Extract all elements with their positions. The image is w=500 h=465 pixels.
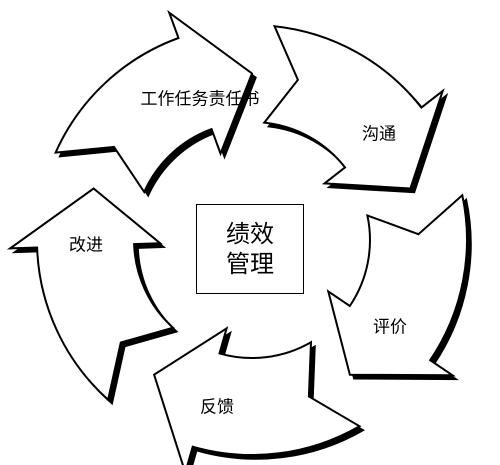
stage-label-communicate: 沟通 <box>362 124 396 145</box>
arc-arrow-communicate <box>262 25 445 190</box>
arc-arrow-improve <box>6 187 176 402</box>
arc-arrow-feedback <box>152 326 362 465</box>
arc-arrow-evaluate <box>326 193 468 377</box>
center-title-line2: 管理 <box>226 250 274 278</box>
arc-arrow-task <box>53 9 254 195</box>
cycle-arcs <box>6 9 472 465</box>
stage-label-task: 工作任务责任书 <box>140 89 260 110</box>
stage-label-evaluate: 评价 <box>373 317 407 338</box>
stage-label-feedback: 反馈 <box>200 397 234 418</box>
center-title-line1: 绩效 <box>226 220 274 248</box>
center-box: 绩效 管理 <box>196 204 304 294</box>
stage-label-improve: 改进 <box>69 235 103 256</box>
